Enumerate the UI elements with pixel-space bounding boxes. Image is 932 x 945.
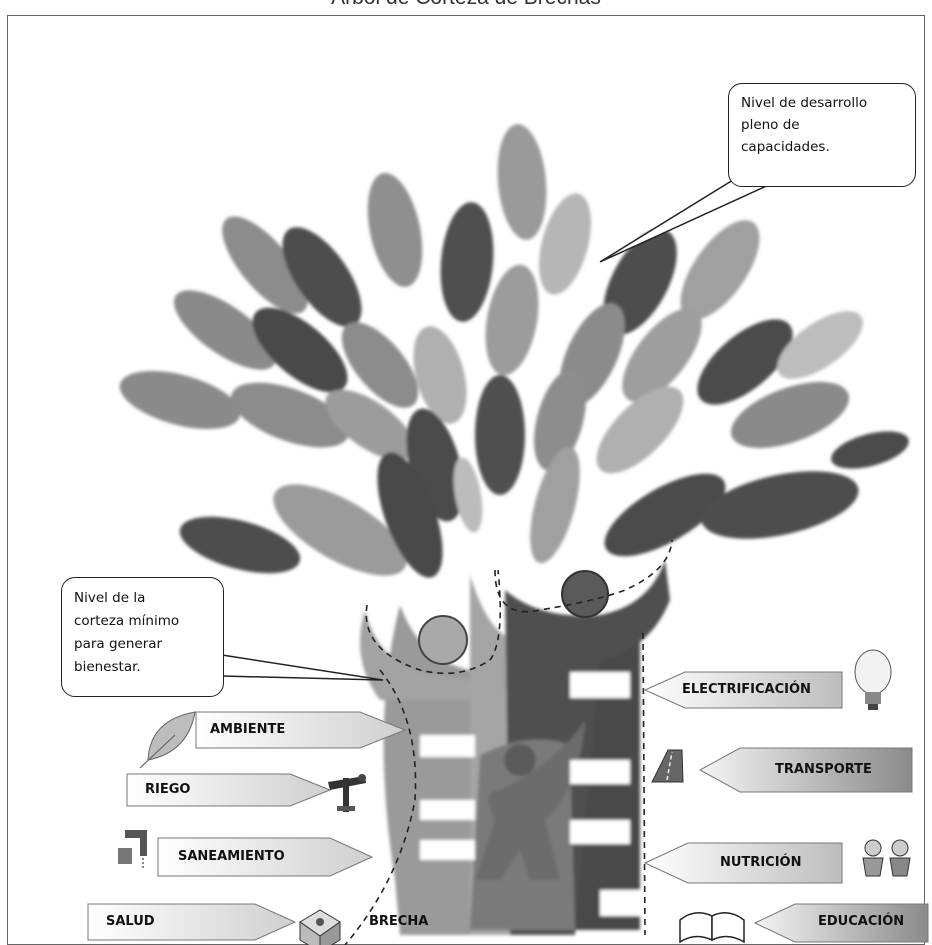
leaf — [413, 326, 467, 424]
leaf — [440, 202, 494, 322]
faucet-icon — [118, 830, 147, 870]
cube-icon — [299, 909, 341, 945]
lightbulb-icon — [854, 649, 892, 710]
leaf — [622, 308, 702, 402]
leaf — [231, 382, 349, 448]
head-right — [561, 570, 609, 618]
leaf — [603, 229, 677, 335]
callout-line: Nivel de la — [74, 590, 146, 606]
leaf-icon — [139, 711, 196, 769]
leaf — [604, 473, 726, 557]
leaf — [377, 452, 443, 578]
leaf — [680, 220, 760, 320]
leaf — [173, 290, 277, 370]
leaf — [252, 307, 348, 393]
tag-saneamiento: SANEAMIENTO — [178, 849, 285, 864]
leaf — [367, 173, 423, 287]
tag-arrow — [698, 747, 913, 793]
tag-riego: RIEGO — [145, 782, 191, 797]
leaf — [222, 216, 308, 314]
callout-line: Nivel de desarrollo — [741, 95, 868, 111]
leaf — [539, 193, 591, 295]
tag-arrow — [643, 842, 843, 884]
leaf — [453, 457, 483, 533]
tag-electrificacion: ELECTRIFICACIÓN — [682, 682, 811, 697]
tag-salud: SALUD — [106, 914, 155, 929]
brecha-label: BRECHA — [369, 914, 429, 929]
leaf — [325, 389, 415, 461]
leaf — [341, 322, 419, 408]
leaf — [697, 319, 793, 405]
leaf — [179, 516, 301, 574]
callout-line: capacidades. — [741, 139, 830, 155]
tag-arrow — [195, 711, 407, 749]
head-left — [418, 615, 468, 665]
leaf — [497, 124, 547, 240]
tag-arrow — [643, 671, 843, 709]
gap-outline — [344, 539, 673, 945]
leaf — [831, 431, 909, 469]
leaf — [282, 227, 362, 327]
leaf — [777, 311, 863, 379]
tag-nutricion: NUTRICIÓN — [720, 855, 802, 870]
children-icon — [862, 839, 911, 877]
sprinkler-icon — [328, 774, 366, 812]
callout-line: para generar — [74, 636, 163, 652]
callout-line: pleno de — [741, 117, 800, 133]
tag-arrow — [126, 773, 332, 807]
tag-arrow — [157, 837, 374, 877]
callout-line: bienestar. — [74, 659, 141, 675]
callout-pointer — [221, 654, 384, 681]
tag-educacion: EDUCACIÓN — [818, 914, 905, 929]
tag-arrow — [753, 903, 929, 943]
leaf — [273, 484, 407, 576]
tag-ambiente: AMBIENTE — [210, 722, 286, 737]
leaf — [485, 264, 539, 376]
road-icon — [651, 749, 684, 783]
trunk — [360, 560, 670, 935]
tag-transporte: TRANSPORTE — [775, 762, 872, 777]
leaf — [530, 446, 580, 564]
leaf — [475, 375, 525, 495]
callout-top: Nivel de desarrollo pleno de capacidades… — [728, 83, 916, 187]
book-icon — [679, 912, 745, 944]
leaf — [596, 386, 684, 474]
tag-arrow — [87, 903, 297, 941]
leaf — [534, 369, 586, 471]
leaf — [731, 381, 849, 449]
leaf — [701, 471, 859, 539]
callout-pointer — [599, 179, 774, 263]
leaf — [119, 371, 241, 429]
callout-left: Nivel de la corteza mínimo para generar … — [61, 577, 224, 697]
page-title: Árbol de Corteza de Brechas — [0, 0, 932, 10]
callout-line: corteza mínimo — [74, 613, 180, 629]
